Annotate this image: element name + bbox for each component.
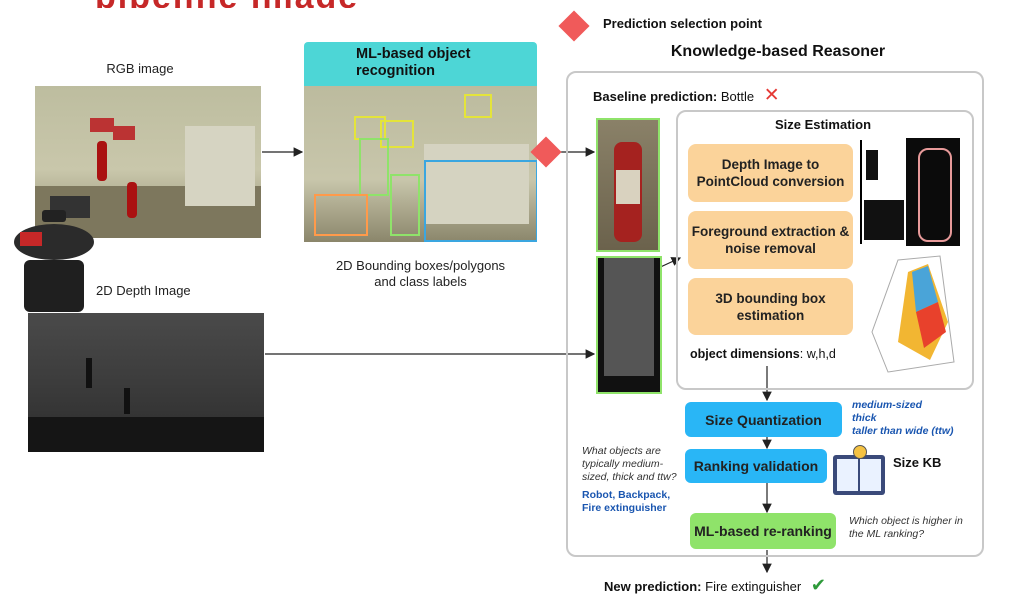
quantization-attributes: medium-sized thick taller than wide (ttw… (852, 399, 954, 437)
object-dimensions: object dimensions: w,h,d (690, 347, 836, 361)
foreground-mask-image (860, 140, 906, 244)
rgb-caption: RGB image (106, 61, 174, 76)
depth-crop (596, 256, 662, 394)
step-depth-to-pointcloud: Depth Image to PointCloud conversion (688, 144, 853, 202)
step-3d-bbox: 3D bounding box estimation (688, 278, 853, 335)
size-kb-icon (833, 445, 885, 497)
new-prediction: New prediction: Fire extinguisher ✔ (604, 575, 826, 595)
baseline-prediction: Baseline prediction: Bottle ✕ (593, 85, 780, 106)
ml-header: ML-based object recognition (304, 42, 537, 86)
bbox-radiator (424, 160, 537, 242)
pointcloud-image (906, 138, 960, 246)
wrong-icon: ✕ (763, 85, 780, 106)
ml-reranking-box: ML-based re-ranking (690, 513, 836, 549)
ranking-answer: Robot, Backpack, Fire extinguisher (582, 489, 671, 514)
rerank-question: Which object is higher in the ML ranking… (849, 515, 963, 540)
rgb-crop (596, 118, 660, 252)
size-quantization-box: Size Quantization (685, 402, 842, 437)
rgb-image (35, 86, 261, 238)
check-icon: ✔ (810, 575, 826, 595)
bbox-extinguisher-2 (390, 174, 420, 236)
depth-caption: 2D Depth Image (96, 283, 191, 298)
step-foreground-extraction: Foreground extraction & noise removal (688, 211, 853, 269)
size-estimation-panel (676, 110, 974, 390)
size-estimation-title: Size Estimation (774, 117, 872, 132)
ranking-validation-box: Ranking validation (685, 449, 827, 483)
legend-label: Prediction selection point (603, 16, 762, 31)
ml-image (304, 86, 537, 242)
reasoner-panel (566, 71, 984, 557)
size-kb-label: Size KB (893, 455, 942, 470)
3d-bbox-image (871, 255, 955, 373)
reasoner-title: Knowledge-based Reasoner (670, 43, 886, 60)
bbox-extinguisher-1 (359, 138, 389, 196)
ml-caption: 2D Bounding boxes/polygons and class lab… (335, 258, 506, 289)
depth-image (28, 313, 264, 452)
bbox-box (314, 194, 368, 236)
top-title-fragment: pipeline image (95, 0, 515, 8)
bbox-sign-3 (464, 94, 492, 118)
ranking-question: What objects are typically medium-sized,… (582, 445, 677, 483)
robot-image (14, 210, 94, 318)
bbox-sign-2 (380, 120, 414, 148)
